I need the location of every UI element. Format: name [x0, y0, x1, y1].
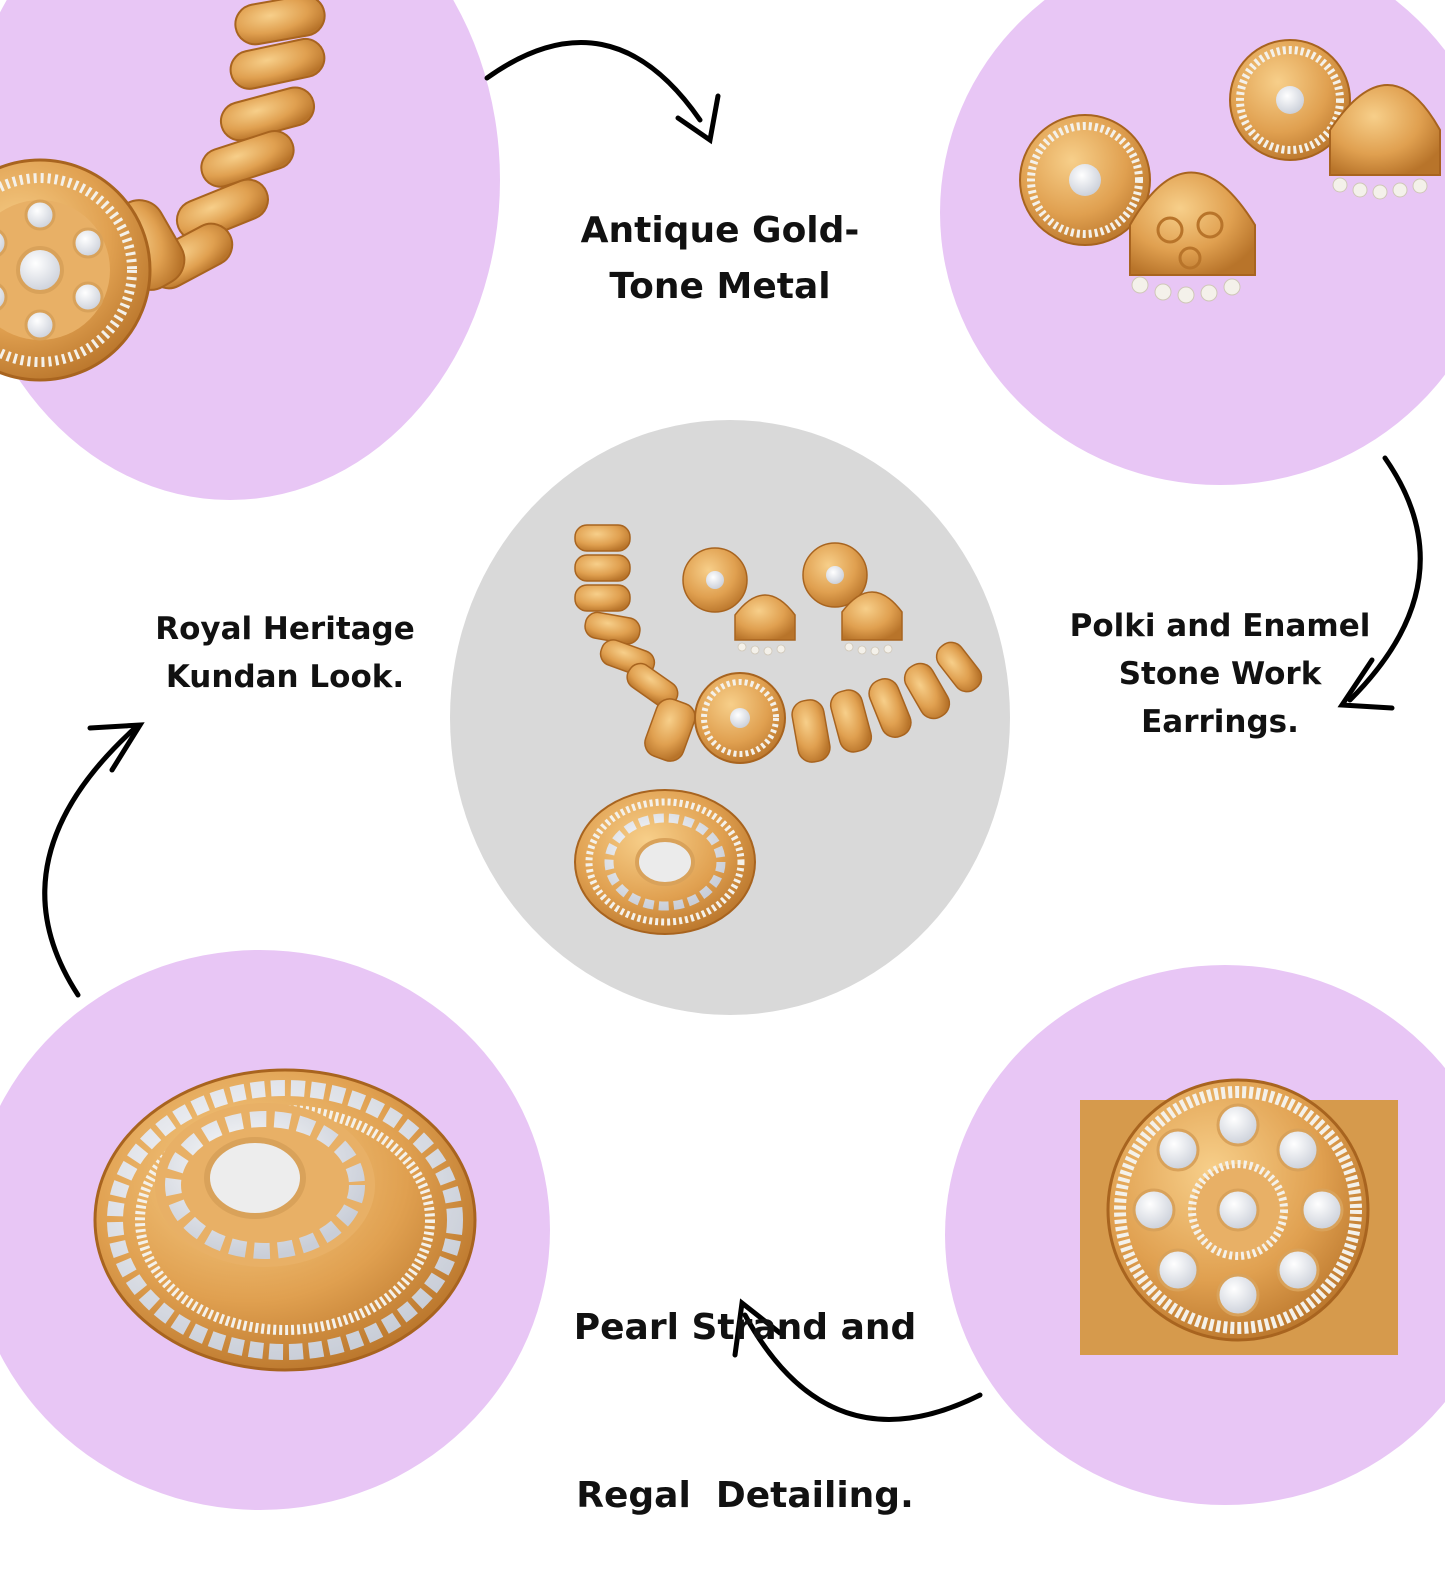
jewelry-illustrations	[0, 0, 1441, 1422]
arrowhead-right-icon	[1337, 657, 1395, 711]
arrow-right-icon	[1347, 455, 1423, 703]
caption-left-line2: Kundan Look.	[165, 659, 405, 695]
caption-bottom-center: Pearl Strand and Regal Detailing.	[555, 1188, 935, 1580]
bottom-left-pendant	[93, 1068, 477, 1372]
caption-left-line1: Royal Heritage	[155, 611, 415, 647]
bottom-right-medallion	[1080, 1078, 1398, 1355]
arrow-left-icon	[42, 725, 138, 998]
center-necklace-set	[574, 524, 983, 935]
caption-right-line2: Stone Work	[1118, 656, 1322, 692]
caption-left: Royal Heritage Kundan Look.	[130, 605, 440, 701]
arrow-bottom-icon	[742, 1312, 983, 1422]
caption-right: Polki and Enamel Stone Work Earrings.	[1050, 602, 1390, 746]
caption-top-center: Antique Gold- Tone Metal	[560, 203, 880, 315]
caption-bottom-center-line1: Pearl Strand and	[573, 1307, 917, 1348]
caption-bottom-center-line2: Regal Detailing.	[576, 1475, 914, 1516]
caption-right-line1: Polki and Enamel	[1069, 608, 1371, 644]
arrowhead-left-icon	[87, 722, 145, 773]
top-left-necklace-chain	[0, 0, 326, 382]
flow-arrows	[42, 39, 1423, 1422]
arrow-top-icon	[484, 39, 703, 123]
caption-top-center-line2: Tone Metal	[609, 266, 831, 307]
caption-top-center-line1: Antique Gold-	[580, 210, 860, 251]
arrowhead-top-icon	[675, 93, 721, 145]
caption-right-line3: Earrings.	[1141, 704, 1299, 740]
arrowhead-bottom-icon	[732, 1298, 783, 1358]
top-right-earrings	[1019, 39, 1441, 304]
